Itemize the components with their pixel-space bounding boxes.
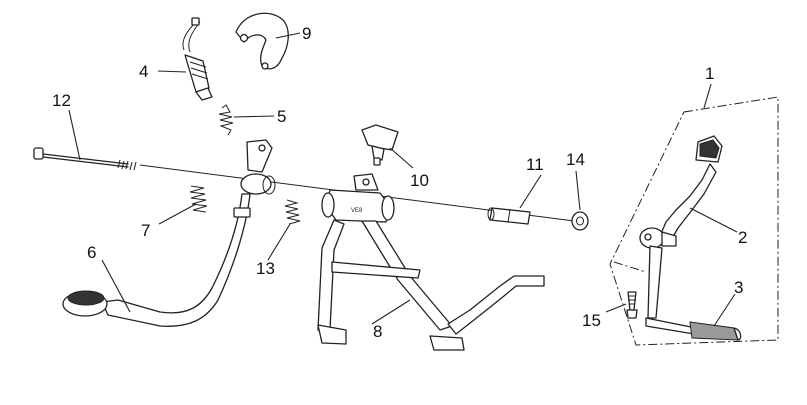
- part-13-spring: [284, 199, 301, 225]
- callout-13: 13: [256, 259, 275, 278]
- callout-3: 3: [734, 278, 743, 297]
- bolt-to-lever-guide: [613, 261, 647, 273]
- callout-7: 7: [141, 221, 150, 240]
- callout-2: 2: [738, 228, 747, 247]
- callout-4: 4: [139, 62, 148, 81]
- part-2-kick-lever: [639, 135, 723, 249]
- callout-9: 9: [302, 24, 311, 43]
- callout-12: 12: [52, 91, 71, 110]
- callout-1: 1: [705, 64, 714, 83]
- callout-6: 6: [87, 243, 96, 262]
- part-5-return-spring: [218, 104, 234, 136]
- callout-5: 5: [277, 107, 286, 126]
- callout-10: 10: [410, 171, 429, 190]
- callout-15: 15: [582, 311, 601, 330]
- part-11-collar: [487, 207, 531, 225]
- part-7-spring: [189, 185, 208, 213]
- part-12-pivot-bolt: [33, 147, 137, 171]
- part-14-bushing: [571, 211, 589, 231]
- callout-14: 14: [566, 150, 585, 169]
- stand-marking-label: VE8: [351, 208, 363, 214]
- part-4-brake-light-switch: [182, 17, 213, 101]
- part-6-brake-pedal: [62, 139, 276, 327]
- part-3-kick-shaft: [645, 245, 742, 341]
- part-8-main-stand: VE8: [317, 173, 545, 351]
- part-10-stand-stopper: [361, 124, 399, 166]
- callout-11: 11: [526, 155, 544, 174]
- callout-8: 8: [373, 322, 382, 341]
- pedal-grip-pad: [62, 290, 108, 317]
- part-1-group-outline: [609, 96, 779, 346]
- callout-numbers: 1 2 3 4 5 6 7 8 9 10 11 12 13 14 15: [52, 24, 747, 341]
- part-15-bolt: [626, 291, 638, 319]
- leader-lines: [68, 32, 738, 327]
- part-9-switch-bracket: [235, 12, 289, 70]
